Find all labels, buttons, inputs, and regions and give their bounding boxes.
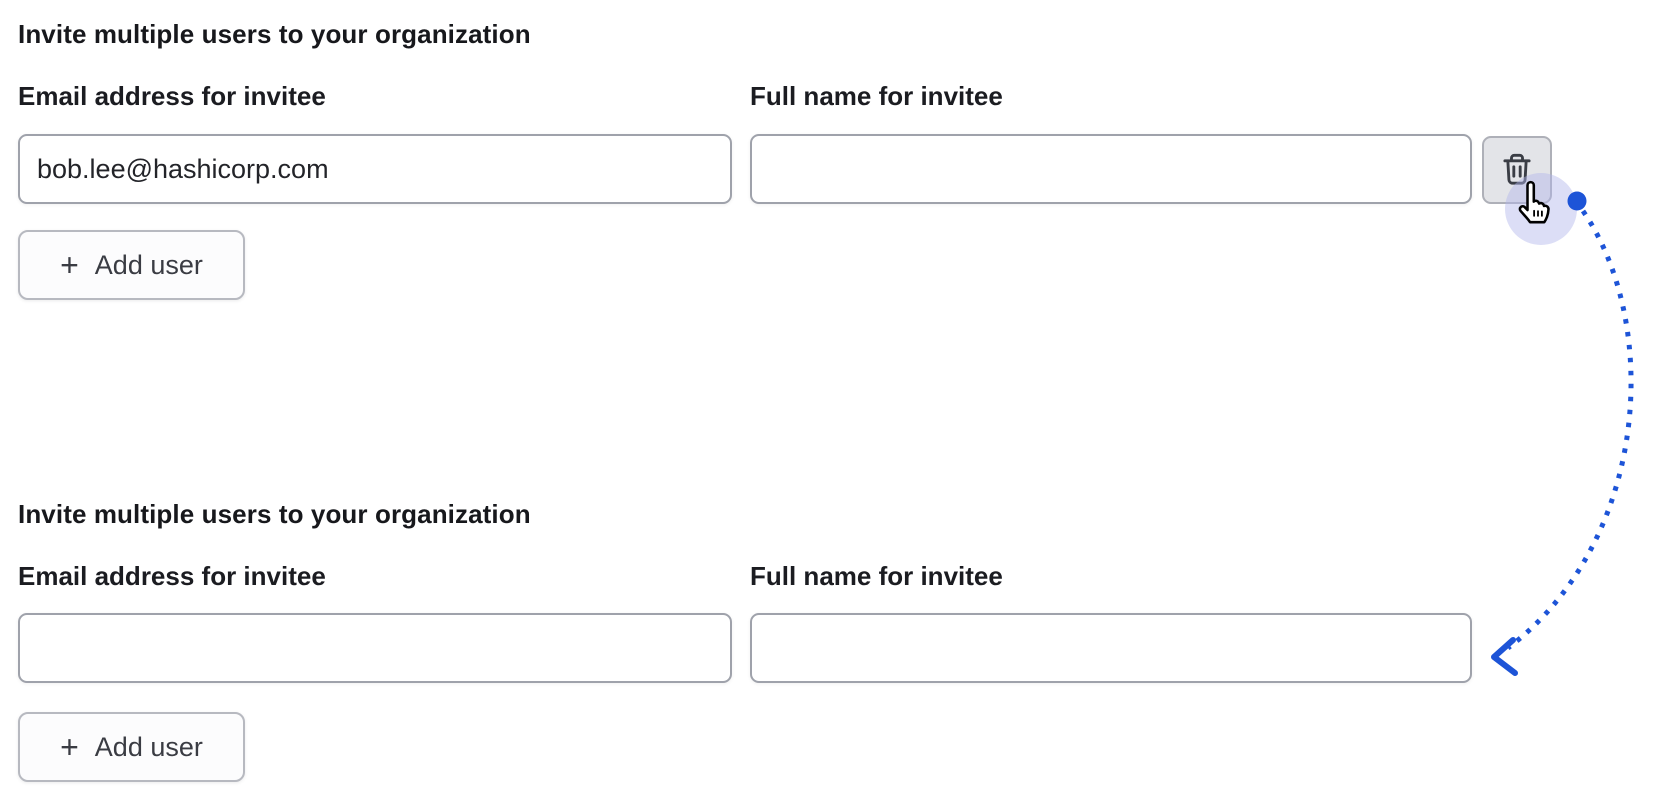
add-user-button-after[interactable]: + Add user bbox=[18, 712, 245, 782]
dotted-arc bbox=[1506, 209, 1634, 650]
add-user-label: Add user bbox=[94, 731, 203, 762]
invite-heading-after: Invite multiple users to your organizati… bbox=[18, 499, 531, 529]
invite-heading-before: Invite multiple users to your organizati… bbox=[18, 19, 531, 49]
full-name-input-after[interactable] bbox=[750, 613, 1472, 683]
plus-icon: + bbox=[60, 729, 79, 765]
name-label-before: Full name for invitee bbox=[750, 81, 1003, 111]
click-halo bbox=[1505, 173, 1577, 245]
delete-row-button[interactable] bbox=[1482, 136, 1552, 204]
trash-icon bbox=[1503, 153, 1531, 185]
email-input-before[interactable] bbox=[18, 134, 732, 204]
add-user-label: Add user bbox=[94, 249, 203, 280]
email-label-after: Email address for invitee bbox=[18, 561, 326, 591]
add-user-button-before[interactable]: + Add user bbox=[18, 230, 245, 300]
plus-icon: + bbox=[60, 247, 79, 283]
full-name-input-before[interactable] bbox=[750, 134, 1472, 204]
email-input-after[interactable] bbox=[18, 613, 732, 683]
name-label-after: Full name for invitee bbox=[750, 561, 1003, 591]
email-label-before: Email address for invitee bbox=[18, 81, 326, 111]
arrow-head bbox=[1491, 637, 1518, 676]
